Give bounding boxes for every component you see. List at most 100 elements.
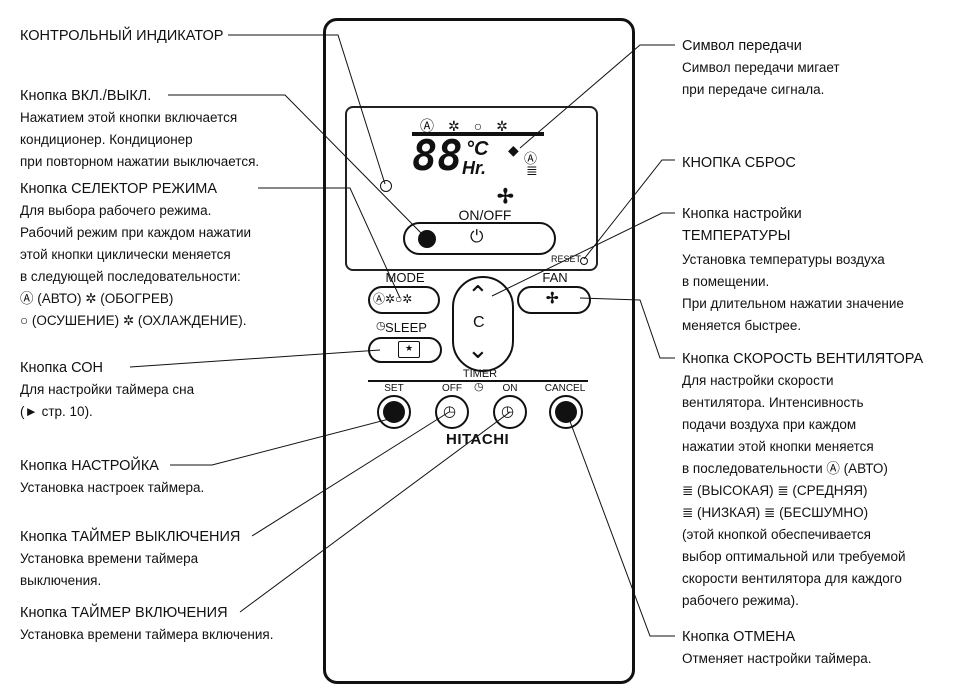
lcd-digits: 88 — [412, 131, 463, 180]
callout-desc: Установка времени таймера — [20, 551, 199, 566]
fan-label: FAN — [542, 270, 568, 285]
callout-desc: Установка настроек таймера. — [20, 480, 205, 495]
callout-title: Кнопка СЕЛЕКТОР РЕЖИМА — [20, 181, 217, 197]
mode-icons: Ⓐ✲○✲ — [373, 292, 413, 306]
cancel-label: CANCEL — [544, 383, 586, 394]
callout-title: Кнопка НАСТРОЙКА — [20, 458, 159, 474]
callout-title: КНОПКА СБРОС — [682, 155, 796, 171]
sleep-label: SLEEP — [385, 320, 427, 335]
callout-desc: Отменяет настройки таймера. — [682, 651, 872, 666]
callout-set: Кнопка НАСТРОЙКА Установка настроек тайм… — [20, 455, 204, 499]
lcd-auto-icon: Ⓐ — [524, 151, 538, 166]
reset-label: RESET — [550, 254, 581, 264]
mode-label: MODE — [385, 270, 425, 285]
lcd-fan-level-icon: ≣ — [526, 162, 538, 178]
callout-desc: при передаче сигнала. — [682, 82, 825, 97]
on-off-button[interactable] — [403, 222, 556, 255]
sleep-button[interactable] — [368, 337, 442, 363]
callout-title: Кнопка СКОРОСТЬ ВЕНТИЛЯТОРА — [682, 351, 924, 367]
callout-title: Кнопка ТАЙМЕР ВКЛЮЧЕНИЯ — [20, 605, 228, 621]
power-icon: ⏻ — [470, 227, 484, 246]
callout-title-2: ТЕМПЕРАТУРЫ — [682, 228, 791, 244]
callout-title: КОНТРОЛЬНЫЙ ИНДИКАТОР — [20, 28, 224, 44]
fan-icon: ✢ — [546, 290, 559, 307]
callout-title: Кнопка ТАЙМЕР ВЫКЛЮЧЕНИЯ — [20, 529, 241, 545]
callout-mode: Кнопка СЕЛЕКТОР РЕЖИМА Для выбора рабоче… — [20, 178, 251, 332]
lcd-celsius: °C — [466, 138, 489, 160]
set-button[interactable] — [377, 395, 411, 429]
callout-desc: (► стр. 10). — [20, 404, 93, 419]
temperature-button[interactable] — [452, 276, 514, 372]
callout-desc: Для выбора рабочего режима. — [20, 203, 212, 218]
timer-divider — [368, 380, 588, 382]
on-off-label: ON/OFF — [458, 207, 512, 223]
callout-desc: выбор оптимальной или требуемой — [682, 549, 906, 564]
callout-desc: Для настройки таймера сна — [20, 382, 195, 397]
callout-desc: выключения. — [20, 573, 102, 588]
timer-off-icon: ◷ — [443, 403, 457, 420]
temp-up-icon[interactable]: ⌃ — [467, 280, 489, 310]
lcd-hours: Hr. — [462, 158, 487, 178]
reset-button[interactable] — [580, 257, 588, 265]
lcd-fan-icon: ✢ — [497, 186, 514, 208]
callout-desc: Символ передачи мигает — [682, 60, 840, 75]
callout-temperature: Кнопка настройки ТЕМПЕРАТУРЫ Установка т… — [682, 203, 904, 337]
callout-desc: в следующей последовательности: — [20, 269, 241, 284]
callout-desc: Нажатием этой кнопки включается — [20, 110, 238, 125]
callout-desc: При длительном нажатии значение — [682, 296, 904, 311]
indicator-lamp — [380, 180, 392, 192]
callout-title: Кнопка СОН — [20, 360, 104, 376]
callout-desc: в последовательности Ⓐ (АВТО) — [682, 461, 888, 476]
callout-desc: Для настройки скорости — [682, 373, 834, 388]
lcd-mode-icons: Ⓐ✲○✲ — [420, 118, 522, 134]
timer-clock-icon: ◷ — [474, 381, 484, 393]
timer-off-button[interactable] — [435, 395, 469, 429]
callout-desc: нажатии этой кнопки меняется — [682, 439, 874, 454]
callout-desc: Установка температуры воздуха — [682, 252, 885, 267]
callout-title: Кнопка ВКЛ./ВЫКЛ. — [20, 88, 152, 104]
callout-desc: в помещении. — [682, 274, 770, 289]
callout-title: Кнопка настройки — [682, 206, 802, 222]
temp-symbol: C — [473, 314, 485, 331]
set-button-fill — [383, 401, 405, 423]
fan-button[interactable] — [517, 286, 591, 314]
sleep-icon: ★ — [398, 341, 420, 358]
callout-desc: рабочего режима). — [682, 593, 799, 608]
callout-timer-off: Кнопка ТАЙМЕР ВЫКЛЮЧЕНИЯ Установка време… — [20, 526, 240, 592]
callout-cancel: Кнопка ОТМЕНА Отменяет настройки таймера… — [682, 626, 872, 670]
callout-desc: этой кнопки циклически меняется — [20, 247, 231, 262]
timer-on-button[interactable] — [493, 395, 527, 429]
callout-timer-on: Кнопка ТАЙМЕР ВКЛЮЧЕНИЯ Установка времен… — [20, 602, 273, 646]
callout-desc: ≣ (НИЗКАЯ) ≣ (БЕСШУМНО) — [682, 505, 869, 520]
cancel-button[interactable] — [549, 395, 583, 429]
callout-title: Кнопка ОТМЕНА — [682, 629, 796, 645]
timer-label: TIMER — [462, 368, 498, 380]
callout-desc: ○ (ОСУШЕНИЕ) ✲ (ОХЛАЖДЕНИЕ). — [20, 313, 247, 328]
remote-control-body — [323, 18, 635, 684]
callout-desc: Установка времени таймера включения. — [20, 627, 274, 642]
callout-desc: при повторном нажатии выключается. — [20, 154, 260, 169]
callout-desc: ≣ (ВЫСОКАЯ) ≣ (СРЕДНЯЯ) — [682, 483, 868, 498]
sleep-clock-icon: ◷ — [376, 320, 386, 332]
temp-down-icon[interactable]: ⌄ — [467, 334, 489, 364]
callout-desc: скорости вентилятора для каждого — [682, 571, 902, 586]
mode-button[interactable] — [368, 286, 440, 314]
callout-desc: кондиционер. Кондиционер — [20, 132, 193, 147]
timer-off-label: OFF — [442, 383, 462, 394]
transmit-icon: ◆ — [508, 142, 519, 158]
brand-logo: HITACHI — [446, 431, 510, 448]
callout-title: Символ передачи — [682, 38, 802, 54]
callout-on-off: Кнопка ВКЛ./ВЫКЛ. Нажатием этой кнопки в… — [20, 85, 259, 173]
callout-sleep: Кнопка СОН Для настройки таймера сна (► … — [20, 357, 194, 423]
callout-fan: Кнопка СКОРОСТЬ ВЕНТИЛЯТОРА Для настройк… — [682, 348, 923, 612]
callout-indicator: КОНТРОЛЬНЫЙ ИНДИКАТОР — [20, 25, 223, 47]
callout-desc: (этой кнопкой обеспечивается — [682, 527, 871, 542]
callout-desc: Рабочий режим при каждом нажатии — [20, 225, 252, 240]
callout-transmit: Символ передачи Символ передачи мигает п… — [682, 35, 840, 101]
callout-desc: меняется быстрее. — [682, 318, 802, 333]
timer-on-label: ON — [502, 383, 518, 394]
callout-desc: подачи воздуха при каждом — [682, 417, 857, 432]
lcd-display — [412, 132, 544, 136]
callout-reset: КНОПКА СБРОС — [682, 152, 796, 174]
